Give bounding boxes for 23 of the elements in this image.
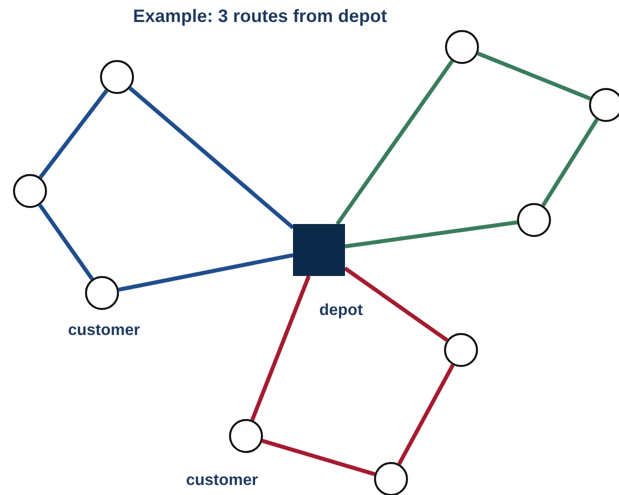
route-line <box>336 60 454 226</box>
route-line <box>38 204 94 280</box>
route-line <box>250 275 311 421</box>
customer-circle <box>13 174 47 208</box>
customer-circle <box>100 60 134 94</box>
customer-circle <box>444 333 478 367</box>
customer-circle <box>374 462 408 495</box>
customer-circle <box>517 203 551 237</box>
node-label: depot <box>319 302 363 320</box>
node-label: customer <box>186 472 258 490</box>
route-line <box>118 253 294 292</box>
customer-circle <box>589 88 619 122</box>
route-line <box>344 220 518 248</box>
route-line <box>541 118 599 207</box>
route-line <box>128 86 294 230</box>
diagram-title: Example: 3 routes from depot <box>132 6 388 27</box>
route-line <box>344 266 448 342</box>
customer-circle <box>445 30 479 64</box>
node-label: customer <box>68 322 140 340</box>
route-line <box>477 52 591 100</box>
route-line <box>262 438 376 476</box>
route-line <box>38 89 108 179</box>
route-line <box>397 364 455 466</box>
